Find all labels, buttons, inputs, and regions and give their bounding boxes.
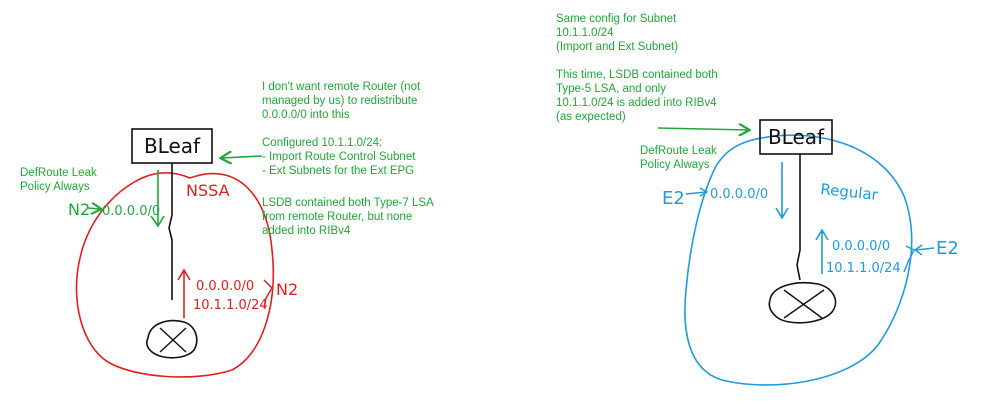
up-prefix-1-left: 0.0.0.0/0 — [196, 279, 254, 294]
note-config-line-2-left: - Import Route Control Subnet — [262, 151, 416, 163]
note-lsdb-line-1-right: This time, LSDB contained both — [556, 69, 718, 81]
note-top-line-2-left: managed by us) to redistribute — [262, 95, 417, 107]
up-brace-left — [263, 279, 273, 309]
bleaf-label-left: BLeaf — [144, 134, 201, 158]
down-label-arrow-left — [87, 208, 100, 209]
defroute-line-1-right: DefRoute Leak — [640, 145, 717, 157]
down-label-arrowhead-right — [699, 187, 709, 197]
note-lsdb-line-2-right: Type-5 LSA, and only — [556, 83, 666, 95]
down-label-right: E2 — [662, 188, 685, 209]
bleaf-box-right — [759, 119, 833, 155]
up-brace-right — [903, 245, 916, 273]
defroute-line-2-left: Policy Always — [20, 181, 90, 193]
right-diagram: BLeaf Regular DefRoute Leak Policy Alway… — [556, 13, 959, 386]
down-arrow-left — [150, 170, 165, 228]
note-lsdb-line-2-left: from remote Router, but none — [262, 211, 412, 223]
area-label-right: Regular — [820, 180, 880, 204]
note-top-line-1-left: I don't want remote Router (not — [262, 81, 421, 93]
up-label-arrow-right — [913, 244, 935, 256]
link-line-left — [168, 163, 173, 300]
down-prefix-right: 0.0.0.0/0 — [710, 187, 768, 202]
up-prefix-1-right: 0.0.0.0/0 — [832, 239, 890, 254]
defroute-line-2-right: Policy Always — [640, 159, 710, 171]
note-lsdb-line-3-left: added into RIBv4 — [262, 225, 351, 237]
note-lsdb-line-1-left: LSDB contained both Type-7 LSA — [262, 197, 434, 209]
note-pointer-right — [657, 128, 748, 130]
up-label-left: N2 — [276, 280, 298, 299]
note-top-line-3-left: 0.0.0.0/0 into this — [262, 109, 350, 121]
down-prefix-left: 0.0.0.0/0 — [102, 204, 160, 219]
defroute-line-1-left: DefRoute Leak — [20, 167, 97, 179]
up-prefix-2-left: 10.1.1.0/24 — [193, 298, 268, 313]
down-arrow-right — [775, 162, 789, 220]
config-pointer-left — [222, 156, 263, 158]
link-line-right — [796, 154, 801, 281]
note-top-line-2-right: 10.1.1.0/24 — [556, 27, 614, 39]
area-label-left: NSSA — [186, 181, 230, 200]
up-label-right: E2 — [936, 238, 959, 259]
up-arrow-right — [815, 228, 829, 274]
note-lsdb-line-3-right: 10.1.1.0/24 is added into RIBv4 — [556, 97, 717, 109]
note-config-line-1-left: Configured 10.1.1.0/24: — [262, 137, 382, 149]
up-prefix-2-right: 10.1.1.0/24 — [826, 261, 901, 276]
bleaf-label-right: BLeaf — [768, 125, 825, 149]
left-diagram: BLeaf NSSA DefRoute Leak Policy Always N… — [20, 81, 434, 378]
note-config-line-3-left: - Ext Subnets for the Ext EPG — [262, 165, 414, 177]
nssa-area-boundary — [75, 171, 275, 378]
note-lsdb-line-4-right: (as expected) — [556, 111, 626, 123]
note-top-line-3-right: (Import and Ext Subnet) — [556, 41, 678, 53]
router-left — [146, 319, 198, 359]
down-label-arrow-right — [685, 191, 707, 195]
router-right — [768, 282, 837, 324]
down-label-left: N2 — [68, 200, 90, 219]
note-top-line-1-right: Same config for Subnet — [556, 13, 677, 25]
up-arrow-left — [177, 268, 191, 318]
